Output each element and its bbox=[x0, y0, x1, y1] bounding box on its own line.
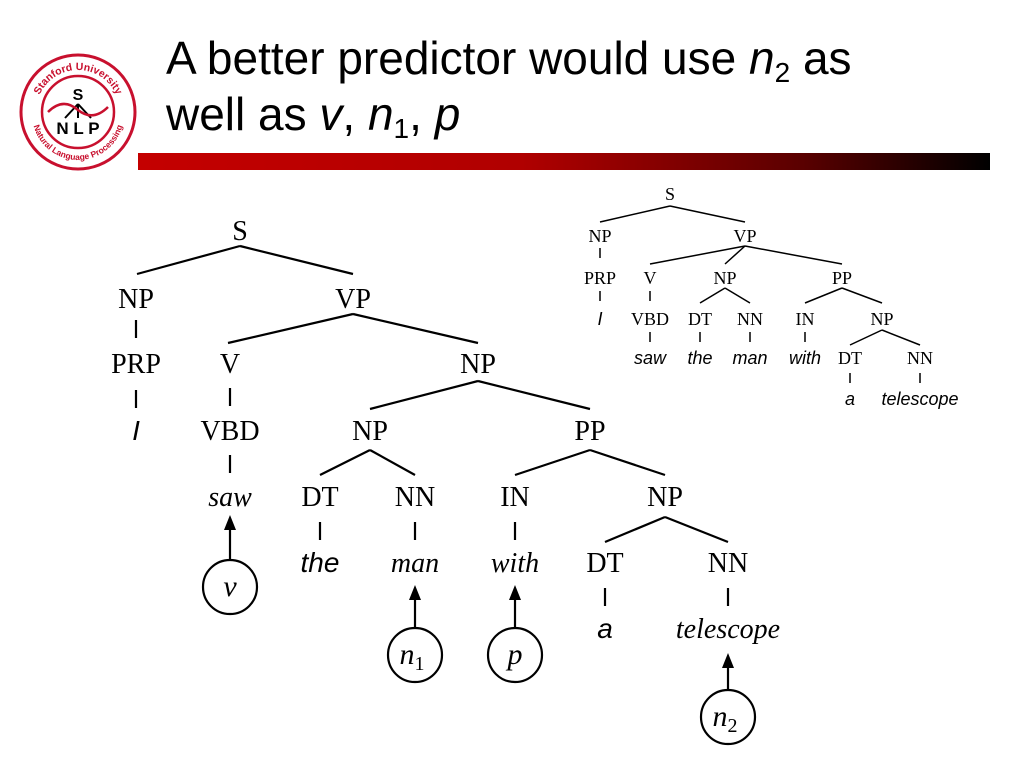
small-node-v: V bbox=[644, 268, 657, 288]
small-node-in: IN bbox=[796, 309, 815, 329]
word-telescope: telescope bbox=[676, 614, 780, 645]
logo-swoosh-icon bbox=[47, 102, 109, 117]
svg-text:n2: n2 bbox=[713, 700, 738, 737]
title-var-v: v bbox=[319, 88, 343, 140]
word-i: I bbox=[132, 415, 140, 446]
title-line-2: well as v, n1, p bbox=[166, 86, 996, 144]
small-tree-edges bbox=[599, 205, 921, 383]
svg-text:p: p bbox=[506, 638, 523, 671]
title-line-1: A better predictor would use n2 as bbox=[166, 30, 996, 88]
small-node-pp: PP bbox=[832, 268, 852, 288]
small-word-telescope: telescope bbox=[881, 389, 958, 409]
small-node-dt-1: DT bbox=[688, 309, 712, 329]
small-node-nn-1: NN bbox=[737, 309, 763, 329]
small-word-saw: saw bbox=[634, 348, 667, 368]
logo-center-letter: S bbox=[73, 87, 84, 104]
title-sub-2: 2 bbox=[774, 57, 791, 88]
node-v: V bbox=[220, 349, 240, 380]
small-node-nn-2: NN bbox=[907, 348, 933, 368]
small-node-s: S bbox=[665, 184, 675, 204]
node-nn-1: NN bbox=[395, 482, 435, 513]
node-np-subj: NP bbox=[118, 284, 154, 315]
title-var-n1: n bbox=[367, 88, 394, 140]
node-s: S bbox=[232, 216, 248, 247]
svg-text:v: v bbox=[223, 570, 237, 603]
node-dt-1: DT bbox=[301, 482, 338, 513]
small-word-with: with bbox=[789, 348, 821, 368]
title-text-well: well as bbox=[166, 88, 320, 140]
small-node-dt-2: DT bbox=[838, 348, 862, 368]
small-word-the: the bbox=[687, 348, 712, 368]
title-rule bbox=[138, 153, 990, 170]
node-np-inner: NP bbox=[352, 416, 388, 447]
circle-v: v bbox=[201, 558, 259, 616]
small-node-prp: PRP bbox=[584, 268, 616, 288]
word-saw: saw bbox=[208, 482, 252, 513]
circle-n1: n1 bbox=[386, 626, 444, 684]
small-node-np-subj: NP bbox=[588, 226, 611, 246]
word-with: with bbox=[491, 548, 539, 579]
node-np-obj: NP bbox=[460, 349, 496, 380]
circle-n2: n2 bbox=[699, 688, 757, 746]
title-text-as: as bbox=[790, 32, 852, 84]
small-node-np-obj: NP bbox=[713, 268, 736, 288]
word-the: the bbox=[301, 547, 340, 578]
node-nn-2: NN bbox=[708, 548, 748, 579]
stanford-nlp-logo: Stanford University Natural Language Pro… bbox=[19, 53, 137, 171]
node-vp: VP bbox=[335, 284, 371, 315]
circle-p: p bbox=[486, 626, 544, 684]
svg-text:n1: n1 bbox=[400, 638, 425, 675]
large-tree-arrows bbox=[224, 515, 734, 690]
small-word-i: I bbox=[597, 309, 602, 329]
small-node-vp: VP bbox=[733, 226, 756, 246]
title-sep-1: , bbox=[342, 88, 368, 140]
small-node-np-pp: NP bbox=[870, 309, 893, 329]
small-word-a: a bbox=[845, 389, 855, 409]
word-a: a bbox=[597, 613, 613, 644]
large-tree-edges bbox=[134, 244, 730, 606]
logo-nlp-text: N L P bbox=[56, 119, 99, 138]
node-vbd: VBD bbox=[200, 416, 259, 447]
node-np-pp: NP bbox=[647, 482, 683, 513]
small-word-man: man bbox=[732, 348, 767, 368]
title-text: A better predictor would use bbox=[166, 32, 749, 84]
node-prp: PRP bbox=[111, 349, 161, 380]
title-var-n: n bbox=[749, 32, 775, 84]
node-pp: PP bbox=[574, 416, 605, 447]
word-man: man bbox=[391, 548, 439, 579]
title-sep-2: , bbox=[409, 88, 435, 140]
slide-title: A better predictor would use n2 as well … bbox=[166, 30, 996, 144]
title-sub-1: 1 bbox=[393, 113, 410, 144]
title-var-p: p bbox=[434, 88, 461, 140]
node-dt-2: DT bbox=[586, 548, 623, 579]
node-in: IN bbox=[500, 482, 530, 513]
small-node-vbd: VBD bbox=[631, 309, 669, 329]
